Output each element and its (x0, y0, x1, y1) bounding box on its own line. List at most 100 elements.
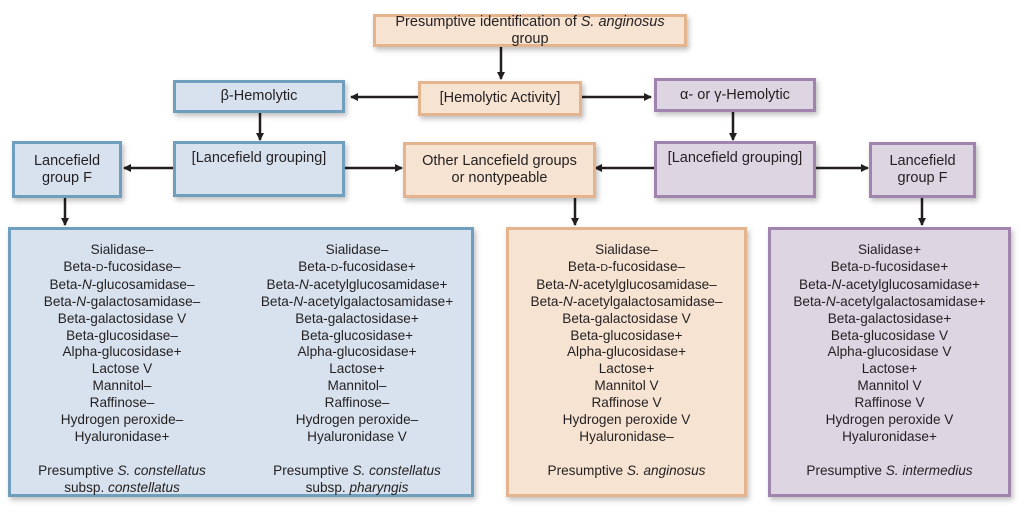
beta-hemolytic-label: β-Hemolytic (220, 88, 298, 104)
test-text: Sialidase– (325, 242, 389, 257)
test-result-line: Beta-N-glucosamidase– (11, 277, 233, 294)
test-result-line: Beta-N-acetylglucosamidase+ (243, 277, 471, 294)
test-result-line: Beta-D-fucosidase– (11, 259, 233, 277)
test-result-line: Beta-N-acetylglucosamidase+ (771, 277, 1008, 294)
test-result-line: Beta-N-galactosamidase– (11, 294, 233, 311)
root-prefix: Presumptive identification of (395, 13, 581, 30)
test-result-line: Raffinose– (11, 395, 233, 412)
test-text: Beta- (43, 293, 77, 309)
test-text: Raffinose– (324, 395, 390, 411)
test-text: Mannitol– (92, 378, 152, 394)
test-result-line: Beta-D-fucosidase+ (771, 259, 1008, 277)
other-groups-line2: or nontypeable (451, 170, 548, 186)
test-text: Beta-glucosidase– (66, 327, 178, 343)
test-suffix: -acetylgalactosamidase+ (303, 293, 454, 309)
test-text: Beta-galactosidase V (57, 310, 187, 326)
test-result-line: Beta-glucosidase+ (509, 328, 744, 345)
test-text: Beta- (530, 293, 564, 309)
test-result-line: Beta-glucosidase– (11, 328, 233, 345)
italic-n: N (831, 276, 842, 292)
test-text: Hyaluronidase+ (74, 428, 170, 444)
test-suffix: -acetylglucosamidase+ (308, 276, 448, 292)
test-result-line: Alpha-glucosidase+ (243, 344, 471, 361)
test-result-line: Raffinose V (509, 395, 744, 412)
test-text: Beta-galactosidase V (562, 310, 691, 326)
subspecies-name: constellatus (108, 479, 180, 495)
test-result-line: Lactose+ (771, 361, 1008, 378)
test-text: Beta- (63, 258, 96, 274)
test-result-line: Lactose+ (243, 361, 471, 378)
test-text: Sialidase– (595, 242, 658, 257)
small-caps-d: D (600, 261, 608, 274)
small-caps-d: D (863, 261, 871, 274)
test-text: Alpha-glucosidase+ (62, 344, 182, 360)
group-f-right-line2: group F (897, 170, 948, 186)
subspecies-label: subsp. (305, 479, 350, 495)
test-suffix: -acetylgalactosamidase– (572, 293, 723, 309)
test-text: Alpha-glucosidase+ (566, 344, 687, 360)
test-text: Hydrogen peroxide V (825, 412, 954, 428)
test-text: Lactose+ (861, 361, 918, 377)
test-result-line: Beta-N-acetylgalactosamidase– (509, 294, 744, 311)
test-result-line: Mannitol V (509, 378, 744, 395)
test-result-line: Mannitol– (243, 378, 471, 395)
subspecies-label: subsp. (64, 479, 109, 495)
test-text: Beta- (260, 293, 294, 309)
test-text: Sialidase+ (857, 242, 922, 257)
test-result-line: Beta-galactosidase V (11, 311, 233, 328)
test-text: Raffinose– (89, 395, 155, 411)
test-result-line: Beta-N-acetylglucosamidase– (509, 277, 744, 294)
test-result-line: Hyaluronidase– (509, 429, 744, 446)
test-result-line: Raffinose V (771, 395, 1008, 412)
group-f-left-line1: Lancefield (33, 152, 101, 169)
anginosus-results-box: Sialidase–Beta-D-fucosidase–Beta-N-acety… (506, 227, 747, 497)
alpha-gamma-hemolytic-label: α- or γ-Hemolytic (680, 86, 790, 103)
test-text: Hydrogen peroxide– (60, 412, 184, 428)
test-result-line: Sialidase– (11, 242, 233, 259)
intermedius-column: Sialidase+ Beta-D-fucosidase+Beta-N-acety… (771, 242, 1008, 480)
test-result-line: Beta-D-fucosidase– (509, 259, 744, 277)
test-suffix: -fucosidase– (608, 258, 686, 274)
small-caps-d: D (330, 261, 339, 274)
constellatus-constellatus-column: Sialidase– Beta-D-fucosidase–Beta-N-gluco… (11, 242, 233, 497)
test-result-line: Beta-galactosidase V (509, 311, 744, 328)
italic-n: N (76, 293, 87, 309)
test-text: Hyaluronidase+ (842, 428, 937, 444)
test-result-line: Raffinose– (243, 395, 471, 412)
test-result-line: Mannitol V (771, 378, 1008, 395)
test-result-line: Hydrogen peroxide V (771, 412, 1008, 429)
test-text: Beta- (793, 293, 826, 309)
test-result-line: Sialidase– (243, 242, 471, 259)
test-text: Hydrogen peroxide V (562, 412, 691, 428)
italic-n: N (825, 293, 836, 309)
test-result-line: Mannitol– (11, 378, 233, 395)
test-text: Lactose V (91, 361, 153, 377)
test-text: Beta-glucosidase V (830, 327, 949, 343)
test-result-line: Hyaluronidase+ (11, 429, 233, 446)
test-text: Beta-galactosidase+ (827, 310, 952, 326)
test-text: Sialidase– (90, 242, 154, 257)
constellatus-results-box: Sialidase– Beta-D-fucosidase–Beta-N-gluco… (8, 227, 474, 497)
beta-hemolytic-node: β-Hemolytic (173, 80, 345, 113)
anginosus-column: Sialidase–Beta-D-fucosidase–Beta-N-acety… (509, 242, 744, 480)
test-text: Lactose+ (598, 361, 655, 377)
test-text: Hydrogen peroxide– (295, 412, 419, 428)
test-text: Beta- (298, 258, 331, 274)
italic-n: N (299, 276, 309, 292)
italic-n: N (563, 293, 573, 309)
root-suffix: group (511, 30, 549, 47)
test-result-line: Hyaluronidase+ (771, 429, 1008, 446)
test-result-line: Hydrogen peroxide– (243, 412, 471, 429)
test-text: Beta- (830, 258, 864, 274)
italic-n: N (293, 293, 304, 309)
test-text: Mannitol V (594, 378, 659, 394)
hemolytic-activity-label: [Hemolytic Activity] (439, 90, 561, 106)
test-result-line: Beta-N-acetylgalactosamidase+ (243, 294, 471, 311)
lancefield-grouping-right-node: [Lancefield grouping] (654, 141, 816, 198)
root-node: Presumptive identification of S. anginos… (373, 14, 687, 47)
test-result-line: Alpha-glucosidase+ (509, 344, 744, 361)
